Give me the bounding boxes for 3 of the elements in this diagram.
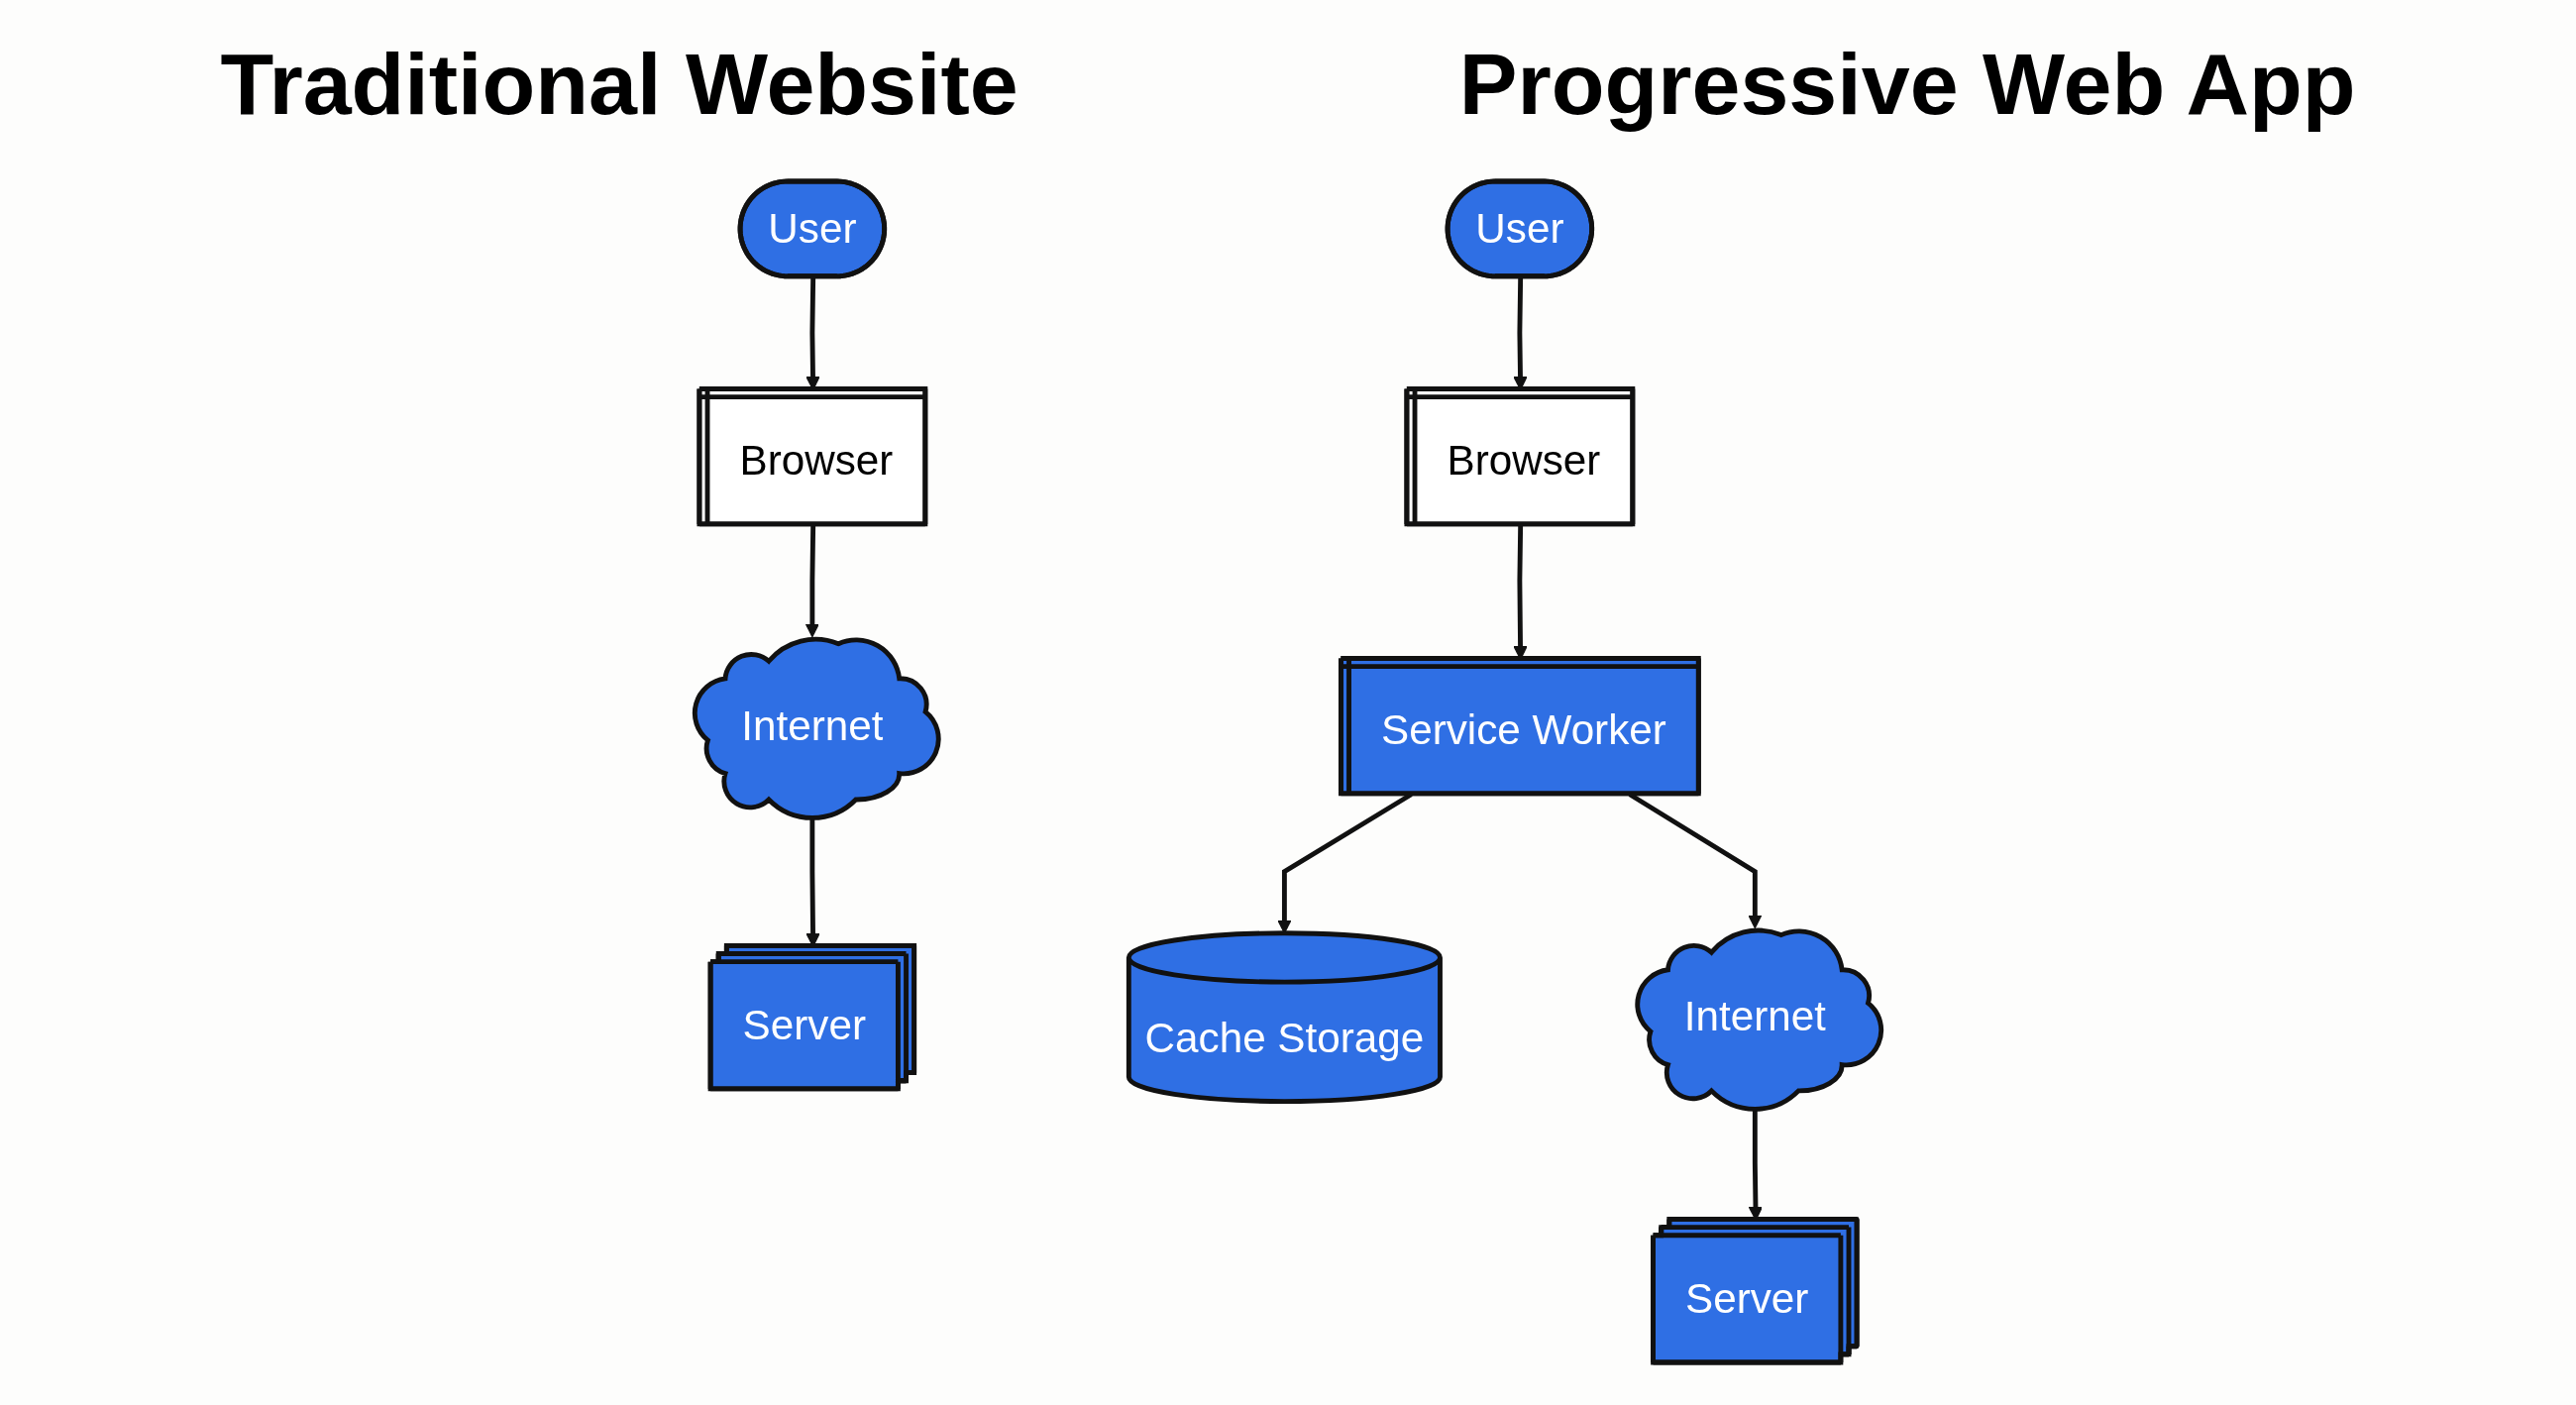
arrow bbox=[805, 524, 819, 638]
section-heading: Progressive Web App bbox=[1458, 34, 2356, 135]
section-heading: Traditional Website bbox=[220, 34, 1019, 135]
